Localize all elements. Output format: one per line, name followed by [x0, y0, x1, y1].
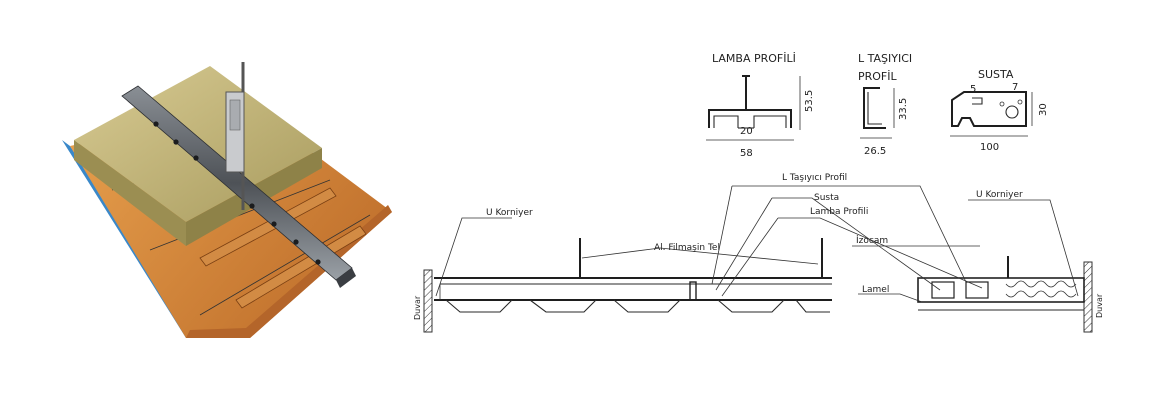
u-korniyer-right-label: U Korniyer — [976, 190, 1023, 200]
right-assembly-frame — [917, 277, 1085, 303]
l-profile-width-dim: 26.5 — [864, 146, 886, 157]
susta-dim-a: 5 — [970, 84, 976, 95]
center-joint — [689, 281, 697, 301]
izocam-label: İzocam — [856, 235, 888, 246]
l-profile-title-2: PROFİL — [858, 70, 898, 83]
insulation-front — [74, 140, 186, 246]
rail-holes — [153, 121, 321, 265]
lamel-label: Lamel — [862, 285, 889, 295]
lamba-height-dim: 53.5 — [804, 90, 815, 112]
carrier-rail-flange — [336, 268, 356, 288]
left-wall — [423, 269, 433, 333]
lamba-profile-title: LAMBA PROFİLİ — [712, 52, 796, 65]
susta-detail: SUSTA 5 7 30 100 — [950, 68, 1049, 153]
insulation-wave — [1005, 290, 1077, 298]
susta-title: SUSTA — [978, 68, 1014, 81]
section-drawing: Duvar Duvar — [413, 173, 1104, 333]
susta-height-dim: 30 — [1038, 103, 1049, 116]
isometric-view — [62, 62, 392, 338]
lamba-profile-detail: LAMBA PROFİLİ 20 58 53.5 — [706, 52, 815, 159]
lamba-web-dim: 20 — [740, 126, 753, 137]
susta-width-dim: 100 — [980, 142, 999, 153]
left-wall-label: Duvar — [413, 295, 422, 320]
right-profile-b — [965, 281, 989, 299]
panel-rib — [199, 187, 337, 267]
insulation-wave — [1005, 280, 1077, 288]
hanger-clip-tab — [229, 99, 241, 131]
right-profile-a — [931, 281, 955, 299]
right-wall — [1083, 261, 1093, 333]
panel-groove — [199, 214, 371, 316]
l-profile-title-1: L TAŞIYICI — [858, 52, 912, 65]
al-filmasin-tel-label: Al. Filmaşin Tel — [654, 243, 720, 253]
susta-label: Susta — [814, 193, 839, 203]
susta-dim-b: 7 — [1012, 82, 1018, 93]
lamba-width-dim: 58 — [740, 148, 753, 159]
l-carrier-profile-label: L Taşıyıcı Profil — [782, 173, 847, 183]
l-carrier-profile-detail: L TAŞIYICI PROFİL 33.5 26.5 — [858, 52, 912, 157]
u-korniyer-left-label: U Korniyer — [486, 208, 533, 218]
l-profile-height-dim: 33.5 — [898, 98, 909, 120]
lamba-profile-label: Lamba Profili — [810, 207, 868, 217]
right-wall-label: Duvar — [1095, 293, 1104, 318]
